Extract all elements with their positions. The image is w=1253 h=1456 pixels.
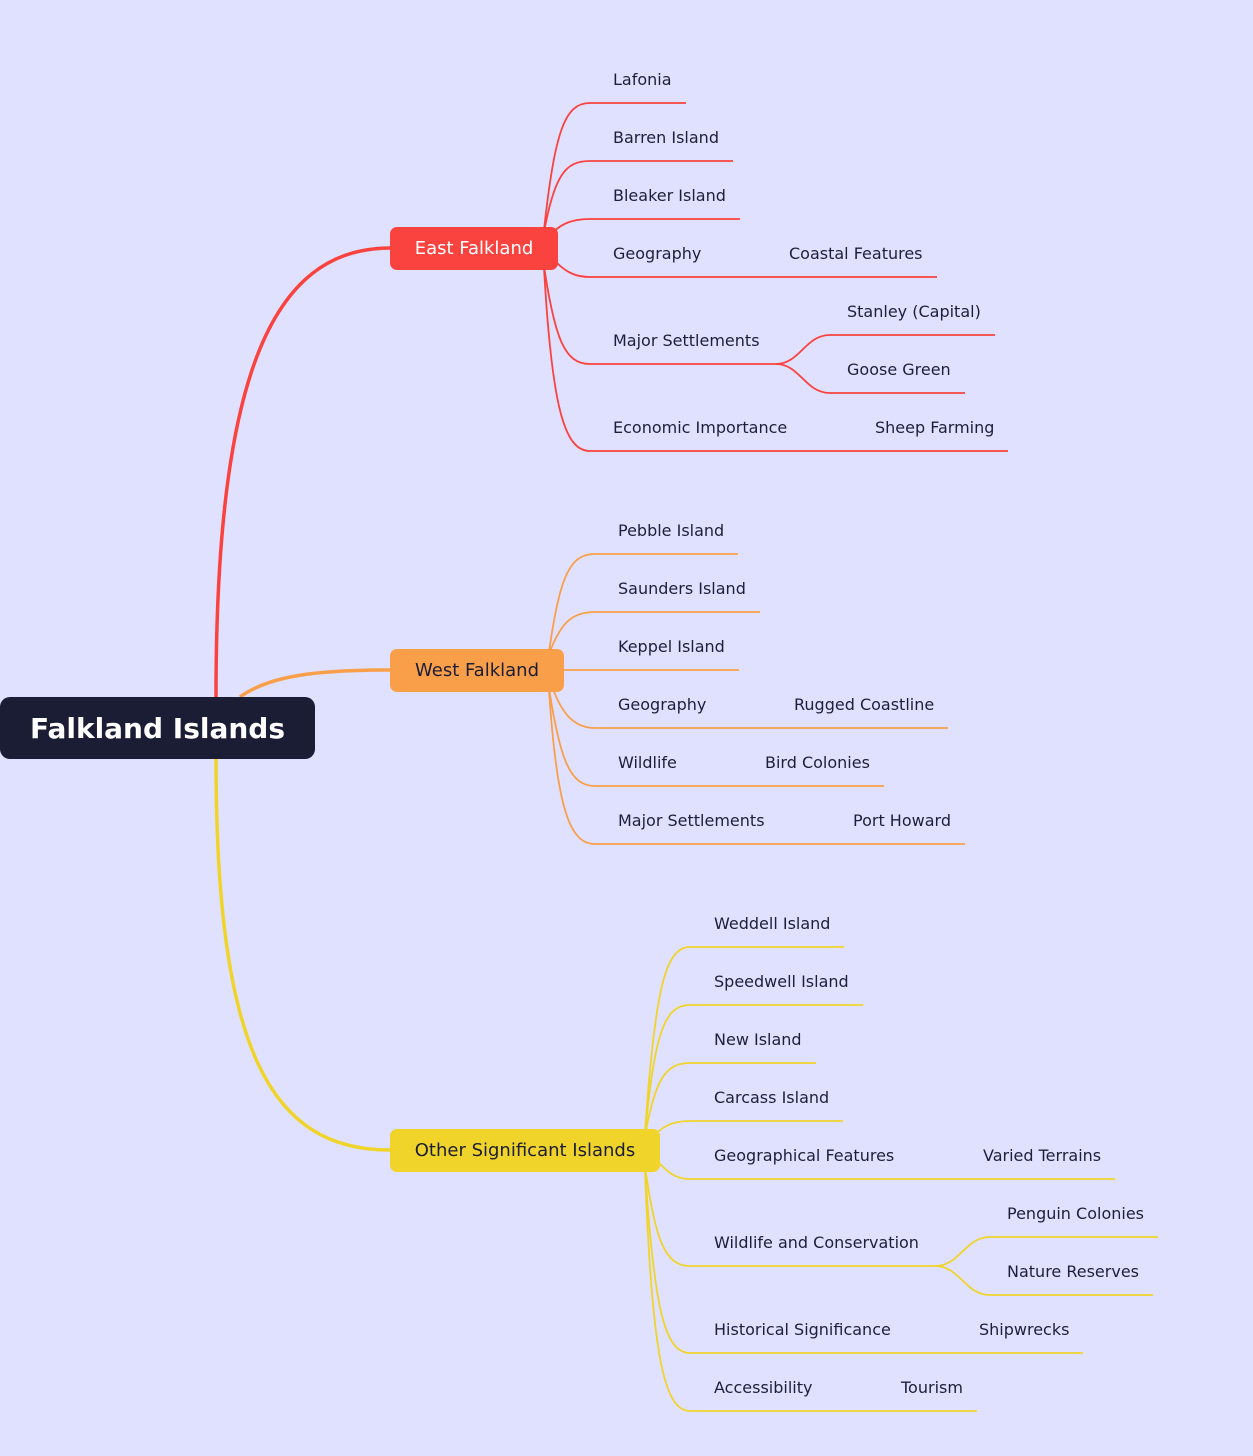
node-wildlife[interactable]: Wildlife <box>618 753 677 772</box>
node-saunders-island[interactable]: Saunders Island <box>618 579 746 598</box>
node-east-major-settlements[interactable]: Major Settlements <box>613 331 760 350</box>
node-pebble-island[interactable]: Pebble Island <box>618 521 725 540</box>
link-root-east <box>214 246 391 698</box>
node-bird-colonies[interactable]: Bird Colonies <box>765 753 870 772</box>
node-stanley[interactable]: Stanley (Capital) <box>847 302 981 321</box>
node-barren-island[interactable]: Barren Island <box>613 128 719 147</box>
node-coastal-features[interactable]: Coastal Features <box>789 244 923 263</box>
node-west-geography[interactable]: Geography <box>618 695 707 714</box>
node-historical-significance[interactable]: Historical Significance <box>714 1320 891 1339</box>
node-rugged-coastline[interactable]: Rugged Coastline <box>794 695 935 714</box>
root-node[interactable]: Falkland Islands <box>0 697 315 759</box>
node-tourism[interactable]: Tourism <box>901 1378 963 1397</box>
node-sheep-farming[interactable]: Sheep Farming <box>875 418 995 437</box>
branch-east-falkland[interactable]: East Falkland <box>390 227 558 270</box>
node-port-howard[interactable]: Port Howard <box>853 811 951 830</box>
node-lafonia[interactable]: Lafonia <box>613 70 672 89</box>
node-new-island[interactable]: New Island <box>714 1030 802 1049</box>
node-economic-importance[interactable]: Economic Importance <box>613 418 788 437</box>
link-root-other <box>214 758 391 1152</box>
branch-west-falkland[interactable]: West Falkland <box>390 649 564 692</box>
node-shipwrecks[interactable]: Shipwrecks <box>979 1320 1070 1339</box>
link-root-west <box>238 668 391 699</box>
node-weddell-island[interactable]: Weddell Island <box>714 914 831 933</box>
node-keppel-island[interactable]: Keppel Island <box>618 637 725 656</box>
node-east-geography[interactable]: Geography <box>613 244 702 263</box>
node-nature-reserves[interactable]: Nature Reserves <box>1007 1262 1139 1281</box>
node-west-major-settlements[interactable]: Major Settlements <box>618 811 765 830</box>
west-links <box>548 553 965 845</box>
branch-other-islands[interactable]: Other Significant Islands <box>390 1129 660 1172</box>
node-varied-terrains[interactable]: Varied Terrains <box>983 1146 1102 1165</box>
node-wildlife-conservation[interactable]: Wildlife and Conservation <box>714 1233 919 1252</box>
node-goose-green[interactable]: Goose Green <box>847 360 951 379</box>
node-speedwell-island[interactable]: Speedwell Island <box>714 972 849 991</box>
node-penguin-colonies[interactable]: Penguin Colonies <box>1007 1204 1144 1223</box>
other-links <box>644 946 1158 1412</box>
node-geographical-features[interactable]: Geographical Features <box>714 1146 895 1165</box>
node-carcass-island[interactable]: Carcass Island <box>714 1088 830 1107</box>
east-links <box>543 102 1008 452</box>
node-accessibility[interactable]: Accessibility <box>714 1378 813 1397</box>
node-bleaker-island[interactable]: Bleaker Island <box>613 186 726 205</box>
